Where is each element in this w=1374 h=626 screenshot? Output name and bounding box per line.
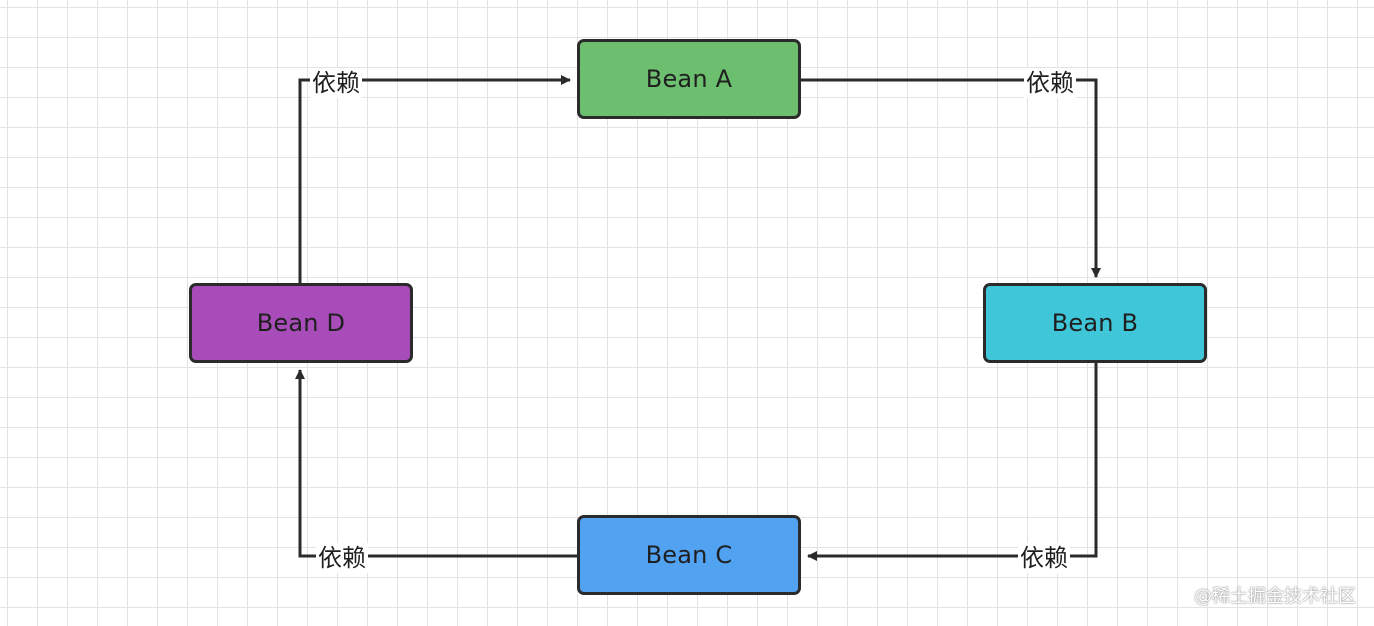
node-bean-c[interactable]: Bean C	[577, 515, 801, 595]
edge-a-to-b[interactable]	[801, 78, 1101, 278]
edge-label-a-to-b: 依赖	[1024, 68, 1076, 98]
edge-label-d-to-a: 依赖	[310, 68, 362, 98]
node-bean-a[interactable]: Bean A	[577, 39, 801, 119]
edge-c-to-d[interactable]	[295, 369, 577, 558]
edge-label-b-to-c: 依赖	[1018, 543, 1070, 573]
edge-label-c-to-d: 依赖	[316, 543, 368, 573]
edge-d-to-a[interactable]	[298, 75, 571, 283]
node-bean-b[interactable]: Bean B	[983, 283, 1207, 363]
edge-b-to-c[interactable]	[807, 363, 1098, 561]
node-bean-d[interactable]: Bean D	[189, 283, 413, 363]
watermark: @稀土掘金技术社区	[1194, 586, 1356, 607]
